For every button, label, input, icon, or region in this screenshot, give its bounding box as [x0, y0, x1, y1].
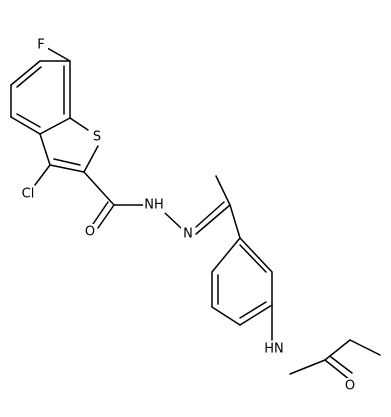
bond-camide-o2: [324, 359, 351, 381]
bond-c3-c2: [49, 164, 85, 173]
atom-chlorine: Cl: [22, 187, 35, 202]
bond-ch2-ch3: [349, 339, 381, 356]
bond-c-aryl: [229, 204, 241, 239]
bond-camide-ch2: [324, 339, 351, 361]
atom-sulfur: S: [93, 130, 101, 145]
bond-ar3: [211, 306, 241, 326]
bond-c7a-s: [69, 117, 89, 131]
bond-c3-cl: [34, 164, 51, 186]
bond-ar4: [239, 304, 273, 326]
bond-c3b-c3: [39, 133, 51, 166]
atom-fluorine: F: [37, 38, 44, 53]
bond-c3-c2-inner: [53, 158, 81, 166]
bond-c5-c4-inner: [16, 66, 42, 88]
bond-ar4-inner: [239, 301, 267, 319]
bond-c-methyl: [215, 175, 231, 206]
atom-nh-hydrazide: NH: [144, 198, 164, 213]
bond-camide-o1: [97, 204, 115, 229]
bond-hn-camide: [289, 359, 326, 375]
bond-ar6-inner: [239, 244, 267, 273]
atom-hn-anilide: HN: [264, 342, 284, 357]
bond-ar1: [211, 237, 241, 273]
bond-c3a-c3b-inner: [16, 113, 41, 128]
atom-nitrogen-imine: N: [183, 227, 193, 242]
bond-c5-c4: [10, 60, 41, 86]
bond-ar6: [239, 237, 273, 273]
bond-camide-o1-double: [92, 201, 109, 225]
bond-camide-o2-double: [330, 356, 353, 374]
bond-c2-camide: [83, 171, 115, 206]
atom-oxygen-propanamide: O: [345, 379, 355, 394]
bond-c3a-c3b: [10, 116, 41, 135]
bond-n-c: [195, 204, 231, 235]
bond-s-c2: [83, 145, 99, 173]
bond-nh-n: [164, 212, 182, 229]
bond-c3b-c7a: [39, 117, 71, 135]
bond-n-c-double: [195, 201, 225, 228]
bonds: [10, 44, 381, 381]
atom-labels: F S Cl O NH N HN O: [19, 37, 357, 394]
atom-oxygen-amide: O: [85, 225, 95, 240]
